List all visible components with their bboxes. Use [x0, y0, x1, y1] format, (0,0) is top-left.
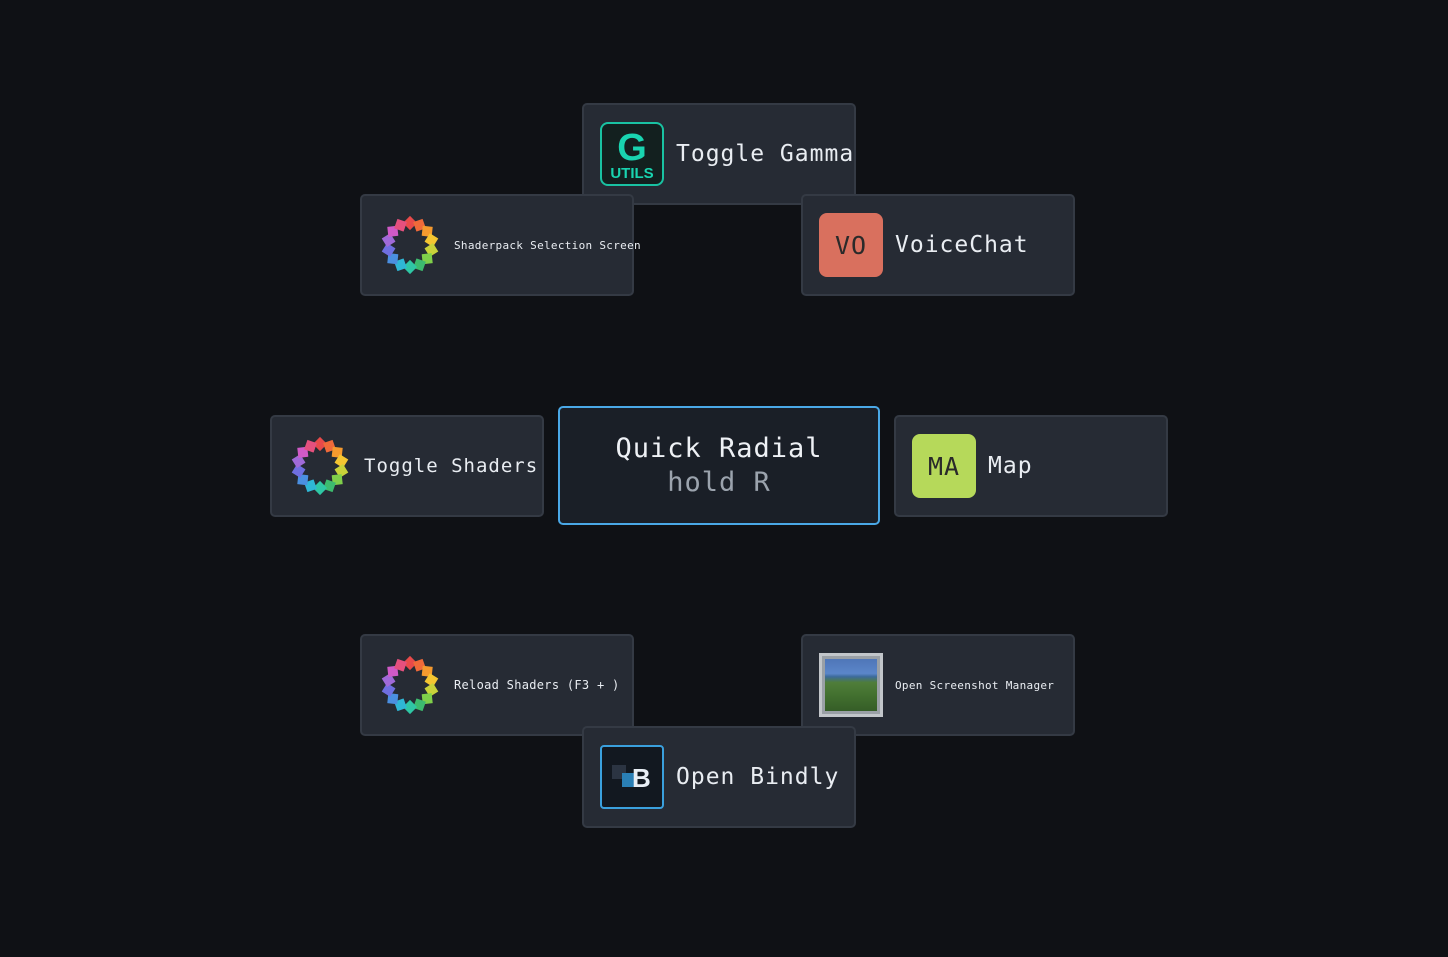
- flower-petal: [381, 243, 396, 257]
- radial-hint: hold R: [667, 466, 771, 498]
- flower-center: [305, 451, 335, 481]
- flower-center: [395, 670, 425, 700]
- shader-flower-icon: [288, 434, 352, 498]
- flower-petal: [402, 215, 418, 231]
- radial-item-toggle-gamma[interactable]: G UTILS Toggle Gamma: [582, 103, 856, 205]
- radial-item-open-bindly[interactable]: B Open Bindly: [582, 726, 856, 828]
- flower-petal: [381, 683, 396, 697]
- flower-petal: [323, 479, 336, 493]
- flower-petal: [413, 698, 426, 712]
- radial-item-map[interactable]: MA Map: [894, 415, 1168, 517]
- flower-petal: [334, 454, 349, 468]
- radial-title: Quick Radial: [615, 432, 823, 464]
- shader-flower-icon: [378, 213, 442, 277]
- radial-item-voicechat[interactable]: VO VoiceChat: [801, 194, 1075, 296]
- radial-item-label: Map: [988, 453, 1033, 479]
- radial-item-label: Open Bindly: [676, 764, 840, 790]
- radial-item-label: Reload Shaders (F3 + ): [454, 678, 620, 692]
- gutils-icon: G UTILS: [600, 122, 664, 186]
- flower-petal: [424, 233, 439, 247]
- flower-petal: [304, 439, 317, 453]
- flower-petal: [381, 233, 396, 247]
- flower-petal: [424, 673, 439, 687]
- radial-item-label: Toggle Shaders: [364, 455, 539, 477]
- radial-item-reload-shaders[interactable]: Reload Shaders (F3 + ): [360, 634, 634, 736]
- flower-petal: [402, 655, 418, 671]
- flower-petal: [424, 683, 439, 697]
- radial-item-shaderpack-selection[interactable]: Shaderpack Selection Screen: [360, 194, 641, 296]
- radial-item-label: Toggle Gamma: [676, 141, 855, 167]
- shader-flower-icon: [378, 653, 442, 717]
- flower-petal: [402, 699, 418, 715]
- flower-petal: [334, 464, 349, 478]
- voicechat-icon: VO: [819, 213, 883, 277]
- map-icon: MA: [912, 434, 976, 498]
- flower-petal: [424, 243, 439, 257]
- flower-petal: [291, 464, 306, 478]
- screenshot-icon: [819, 653, 883, 717]
- radial-center: Quick Radial hold R: [558, 406, 880, 525]
- radial-item-screenshot-manager[interactable]: Open Screenshot Manager: [801, 634, 1075, 736]
- radial-item-label: Shaderpack Selection Screen: [454, 238, 641, 252]
- flower-petal: [394, 218, 407, 232]
- radial-item-label: VoiceChat: [895, 232, 1029, 258]
- flower-center: [395, 230, 425, 260]
- radial-item-toggle-shaders[interactable]: Toggle Shaders: [270, 415, 544, 517]
- flower-petal: [394, 658, 407, 672]
- screenshot-thumbnail: [825, 659, 877, 711]
- radial-item-label: Open Screenshot Manager: [895, 678, 1055, 692]
- flower-petal: [291, 454, 306, 468]
- flower-petal: [381, 673, 396, 687]
- bindly-icon: B: [600, 745, 664, 809]
- flower-petal: [312, 436, 328, 452]
- flower-petal: [413, 258, 426, 272]
- flower-petal: [402, 259, 418, 275]
- flower-petal: [312, 480, 328, 496]
